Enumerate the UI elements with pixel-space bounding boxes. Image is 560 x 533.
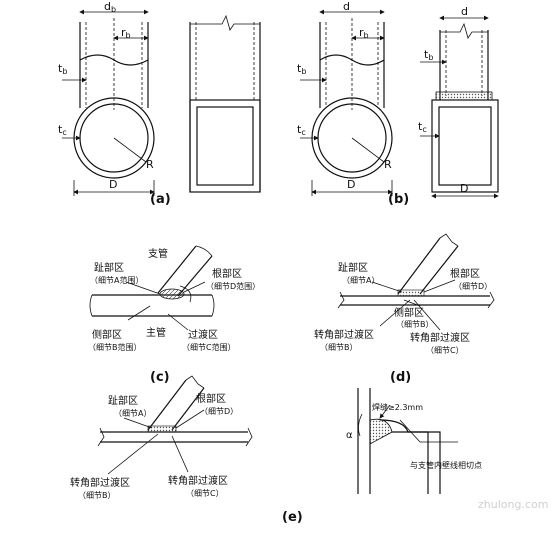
d-heel-label: 根部区 bbox=[450, 267, 480, 280]
c-toe-label: 趾部区 bbox=[94, 261, 124, 274]
panel-b: d rb tb tc R D d tb tc D (b) bbox=[297, 0, 499, 207]
caption-e: (e) bbox=[282, 510, 303, 525]
d-heel-note: （细节D） bbox=[454, 281, 492, 291]
d-transition-note: （细节C） bbox=[426, 345, 464, 355]
c-branch-label: 支管 bbox=[148, 247, 168, 260]
caption-d: (d) bbox=[390, 370, 411, 385]
e-tangent-label: 与支管内壁线相切点 bbox=[410, 460, 482, 470]
d-transition-label: 转角部过渡区 bbox=[410, 331, 470, 344]
d-toe-note: （细节A） bbox=[342, 275, 379, 285]
e-toe-label: 趾部区 bbox=[108, 394, 138, 407]
c-toe-note: （细节A范围） bbox=[90, 275, 143, 285]
d-corner-note: （细节B） bbox=[320, 342, 358, 352]
e-heel-label: 根部区 bbox=[196, 392, 226, 405]
e-alpha: α bbox=[346, 430, 353, 441]
panel-b-sideview bbox=[431, 22, 499, 193]
a-tc-label: tc bbox=[58, 123, 67, 137]
c-side-note: （细节B范围） bbox=[88, 342, 142, 352]
b-tc2-label: tc bbox=[418, 120, 427, 134]
b-tc-label: tc bbox=[297, 123, 306, 137]
panel-a-sideview bbox=[189, 14, 261, 193]
b-R-label: R bbox=[384, 158, 392, 171]
e-corner-note: （细节B） bbox=[78, 490, 116, 500]
c-heel-note: （细节D范围） bbox=[206, 281, 260, 291]
d-corner-label: 转角部过渡区 bbox=[314, 328, 374, 341]
c-heel-label: 根部区 bbox=[212, 267, 242, 280]
watermark: zhulong.com bbox=[478, 498, 548, 511]
c-chord-label: 主管 bbox=[146, 326, 166, 339]
b-tb-label: tb bbox=[297, 62, 306, 76]
a-tb-label: tb bbox=[58, 62, 67, 76]
d-side-note: （细节B） bbox=[396, 319, 434, 329]
caption-a: (a) bbox=[150, 192, 171, 207]
panel-d: 趾部区 （细节A） 根部区 （细节D） 侧部区 （细节B） 转角部过渡区 （细节… bbox=[314, 233, 495, 385]
a-D-label: D bbox=[109, 178, 117, 191]
c-transition-label: 过渡区 bbox=[188, 328, 218, 341]
e-toe-note: （细节A） bbox=[114, 408, 151, 418]
d-side-label: 侧部区 bbox=[394, 306, 424, 319]
a-rb-label: rb bbox=[121, 26, 131, 40]
e-weld-detail bbox=[357, 388, 458, 494]
b-D2-label: D bbox=[460, 182, 468, 195]
c-transition-note: （细节C范围） bbox=[182, 342, 236, 352]
b-tb2-label: tb bbox=[424, 48, 433, 62]
b-d-label: d bbox=[343, 0, 350, 13]
b-d2-label: d bbox=[461, 5, 468, 18]
caption-c: (c) bbox=[150, 370, 170, 385]
b-D-label: D bbox=[347, 178, 355, 191]
panel-a: db rb tb tc R D (a) bbox=[58, 0, 261, 207]
caption-b: (b) bbox=[388, 192, 409, 207]
e-corner-label: 转角部过渡区 bbox=[70, 476, 130, 489]
a-R-label: R bbox=[146, 158, 154, 171]
c-side-label: 侧部区 bbox=[92, 328, 122, 341]
e-heel-note: （细节D） bbox=[200, 406, 238, 416]
panel-e: 趾部区 （细节A） 根部区 （细节D） 转角部过渡区 （细节B） 转角部过渡区 … bbox=[70, 375, 482, 525]
d-toe-label: 趾部区 bbox=[338, 261, 368, 274]
b-rb-label: rb bbox=[359, 26, 369, 40]
e-corner2-note: （细节C） bbox=[186, 488, 224, 498]
e-corner2-label: 转角部过渡区 bbox=[168, 474, 228, 487]
panel-a-branch bbox=[79, 18, 149, 110]
a-db-label: db bbox=[104, 0, 116, 14]
panel-c: 趾部区 （细节A范围） 支管 根部区 （细节D范围） 侧部区 （细节B范围） 主… bbox=[88, 245, 260, 385]
panel-b-branch bbox=[319, 18, 385, 110]
e-weld-dim: 焊缝≥2.3mm bbox=[372, 402, 423, 412]
